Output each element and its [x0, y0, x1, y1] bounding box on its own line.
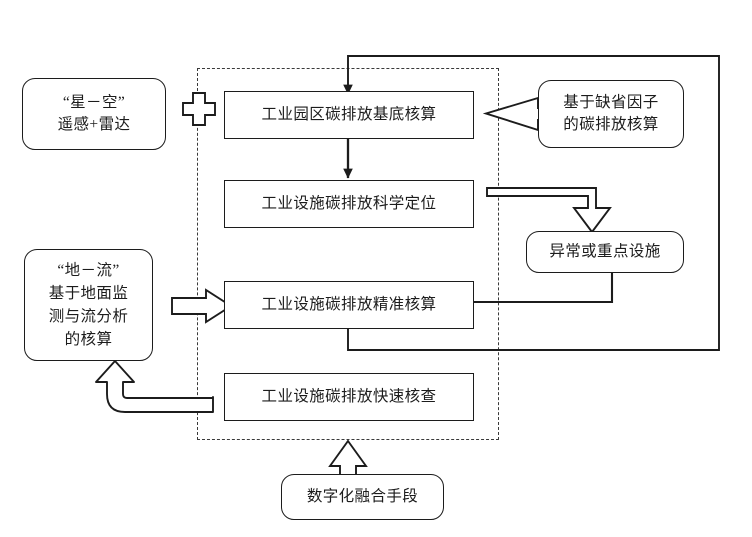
node-star-sky[interactable]: “星－空” 遥感+雷达	[22, 78, 166, 150]
node-default-factor-label: 基于缺省因子 的碳排放核算	[563, 94, 659, 133]
node-star-sky-label: “星－空” 遥感+雷达	[57, 94, 131, 133]
hollow-arrow-rapidcheck-to-groundflow	[95, 360, 214, 413]
node-ground-flow-label: “地－流” 基于地面监 测与流分析 的核算	[48, 261, 129, 349]
node-facility-scientific-locating[interactable]: 工业设施碳排放科学定位	[224, 180, 474, 228]
hollow-arrow-locating-to-abnormal	[486, 187, 612, 234]
node-rapid-check-label: 工业设施碳排放快速核查	[261, 388, 437, 406]
node-park-baseline-accounting[interactable]: 工业园区碳排放基底核算	[224, 91, 474, 139]
node-digital-means-label: 数字化融合手段	[306, 488, 419, 505]
node-baseline-label: 工业园区碳排放基底核算	[261, 106, 437, 124]
node-abnormal-or-key-facility[interactable]: 异常或重点设施	[526, 231, 684, 273]
node-default-factor-accounting[interactable]: 基于缺省因子 的碳排放核算	[538, 80, 684, 148]
node-facility-rapid-check[interactable]: 工业设施碳排放快速核查	[224, 373, 474, 421]
node-ground-flow[interactable]: “地－流” 基于地面监 测与流分析 的核算	[24, 249, 153, 361]
node-abnormal-label: 异常或重点设施	[549, 243, 661, 260]
node-precise-label: 工业设施碳排放精准核算	[261, 296, 437, 314]
node-locating-label: 工业设施碳排放科学定位	[261, 195, 437, 213]
node-facility-precise-accounting[interactable]: 工业设施碳排放精准核算	[224, 281, 474, 329]
hollow-arrow-digital-to-framework	[328, 439, 368, 477]
node-digital-integration-means[interactable]: 数字化融合手段	[281, 474, 444, 520]
